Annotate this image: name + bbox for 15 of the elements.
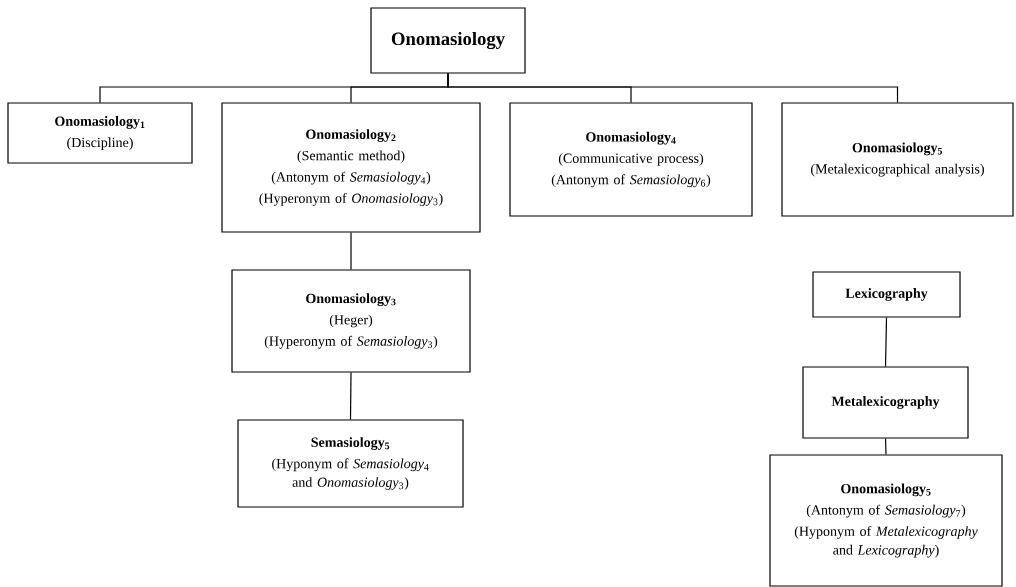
concept-box: Onomasiology$_{4}$ (Communicative process) (Antonym of Semasiology$_{6}$) [509, 102, 753, 217]
concept-box: Lexicography [812, 271, 961, 318]
concept-box: Onomasiology$_{2}$ (Semantic method) (Antonym of Semasiology$_{4}$) (Hyperonym of Onomasiology$_{3}$) [221, 102, 481, 233]
concept-box: Semasiology$_{5}$ (Hyponym of Semasiology$_{4}$ and Onomasiology$_{3}$) [237, 419, 464, 508]
connector-line [884, 317, 888, 367]
concept-box: Onomasiology$_{1}$ (Discipline) [7, 102, 193, 164]
connector-line [884, 438, 887, 455]
concept-box: Metalexicography [802, 366, 969, 439]
concept-box: Onomasiology$_{5}$ (Metalexicographical analysis) [781, 102, 1014, 217]
connector-line [447, 73, 899, 103]
concept-box: Onomasiology$_{5}$ (Antonym of Semasiology$_{7}$) (Hyponym of Metalexicography and Lexicography) [769, 454, 1003, 587]
connector-line [350, 232, 352, 270]
concept-box: Onomasiology$_{3}$ (Heger) (Hyperonym of Semasiology$_{3}$) [231, 269, 471, 373]
connector-line [349, 372, 352, 420]
concept-box: Onomasiology [370, 7, 526, 74]
